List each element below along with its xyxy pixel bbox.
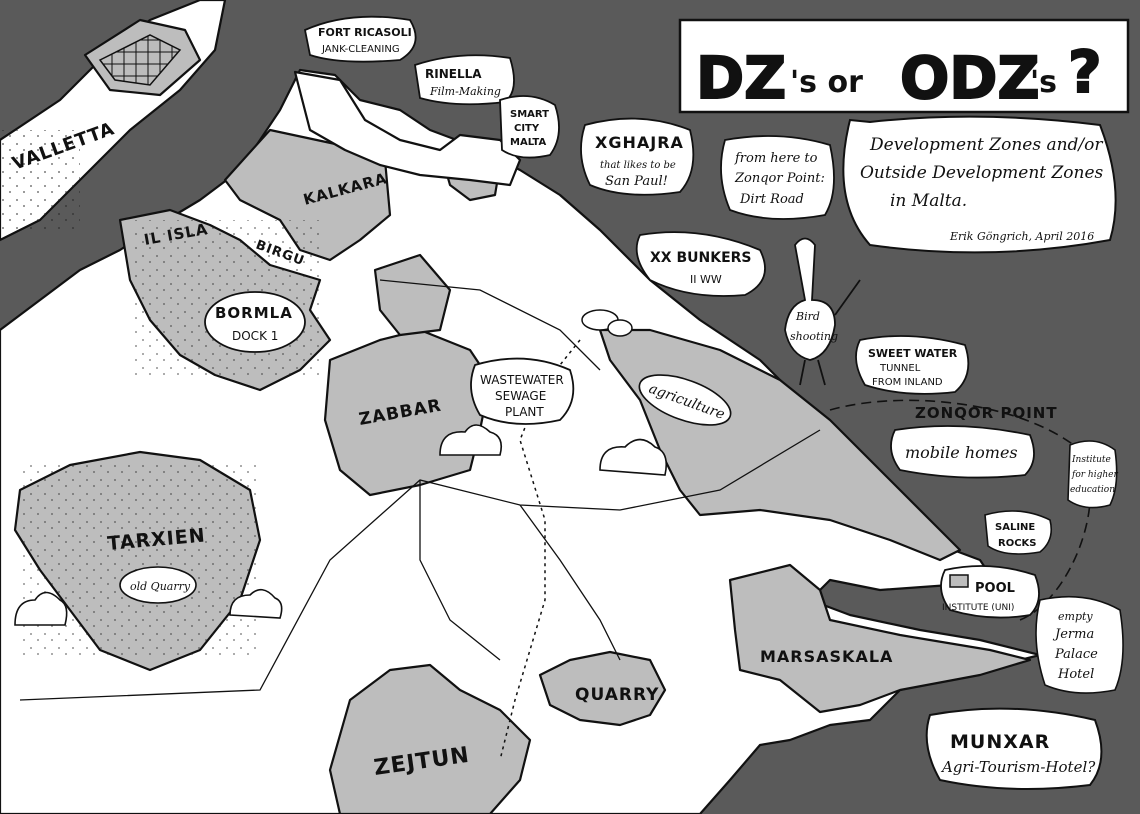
dirt-road-line-1: from here to (734, 151, 818, 166)
pool-institute-bubble: POOL INSTITUTE (UNI) (940, 565, 1040, 619)
zejtun-zone (328, 663, 532, 814)
bunkers-bubble: XX BUNKERS II WW (635, 231, 766, 297)
marsaskala-zone (728, 563, 1032, 714)
mobile-homes-bubble: mobile homes (890, 425, 1035, 479)
dirt-road-bubble: from here to Zonqor Point: Dirt Road (720, 135, 835, 220)
road-2 (379, 279, 601, 371)
place-marsaskala: MARSASKALA (760, 647, 893, 666)
sweetwater-line-3: FROM INLAND (872, 377, 943, 388)
bormla-bubble: BORMLA DOCK 1 (204, 291, 306, 353)
rinella-line-1: RINELLA (425, 67, 482, 81)
rinella-line-2: Film-Making (429, 85, 501, 98)
dirt-road-line-3: Dirt Road (739, 192, 804, 207)
jerma-line-4: Hotel (1057, 667, 1094, 682)
signature: Erik Göngrich, April 2016 (949, 230, 1094, 243)
pool-label: POOL (975, 581, 1015, 596)
munxar-line-1: MUNXAR (950, 731, 1050, 753)
dots-texture-west (20, 460, 260, 660)
sewage-plant-icon (581, 309, 633, 337)
institute-higher-line-3: education (1070, 485, 1115, 495)
institute-higher-line-2: for higher (1071, 470, 1118, 480)
place-old-quarry: old Quarry (130, 580, 191, 593)
agriculture-bubble: agriculture (638, 374, 732, 426)
title-odz: ODZ (900, 44, 1040, 112)
sweetwater-line-2: TUNNEL (879, 363, 921, 374)
rinella-headland (293, 70, 522, 187)
sewage-line-2: SEWAGE (495, 389, 546, 403)
smart-city-line-2: CITY (514, 123, 540, 134)
jerma-line-3: Palace (1054, 647, 1098, 662)
road-main (19, 429, 821, 701)
cloud-icon (14, 424, 668, 626)
sweetwater-line-1: SWEET WATER (868, 347, 958, 360)
place-xghajra: XGHAJRA (595, 133, 684, 152)
sewage-plant-bubble: WASTEWATER SEWAGE PLANT (470, 357, 575, 425)
fort-ricasoli-bubble: FORT RICASOLI JANK-CLEANING (303, 15, 417, 63)
xghajra-bubble: XGHAJRA that likes to be San Paul! (580, 117, 695, 196)
saline-line-1: SALINE (995, 522, 1035, 533)
valletta-dots (0, 130, 80, 230)
jerma-line-2: Jerma (1052, 627, 1094, 642)
jerma-hotel-bubble: empty Jerma Palace Hotel (1035, 595, 1124, 694)
pool-icon (949, 574, 969, 588)
place-bormla: BORMLA (215, 304, 293, 322)
title-box: DZ 's or ODZ 's ? (678, 18, 1130, 114)
quarry-zone (538, 650, 667, 727)
title-s-or: 's or (790, 65, 863, 100)
dirt-road-line-2: Zonqor Point: (734, 171, 825, 186)
sweetwater-bubble: SWEET WATER TUNNEL FROM INLAND (855, 335, 970, 395)
subtitle-bubble: Development Zones and/or Outside Develop… (842, 115, 1117, 254)
bird-shooting-line-1: Bird (795, 310, 820, 323)
xghajra-note-line-1: that likes to be (600, 160, 676, 171)
fort-ricasoli-line-2: JANK-CLEANING (321, 44, 400, 55)
road-3 (419, 480, 501, 661)
bird-shooting-figure: Bird shooting (784, 237, 861, 386)
zabbar-north-zone (373, 253, 452, 337)
rinella-bubble: RINELLA Film-Making (413, 54, 515, 106)
old-quarry-bubble: old Quarry (119, 566, 197, 604)
saline-line-2: ROCKS (998, 538, 1037, 549)
institute-higher-line-1: Institute (1071, 455, 1111, 465)
title-dz: DZ (696, 44, 786, 112)
jerma-line-1: empty (1058, 610, 1093, 623)
institute-uni-label: INSTITUTE (UNI) (942, 603, 1014, 613)
place-zonqor-point: ZONQOR POINT (915, 404, 1058, 422)
smart-city-bubble: SMART CITY MALTA (499, 95, 560, 159)
place-dock1: DOCK 1 (232, 329, 278, 343)
sewage-line-3: PLANT (505, 405, 544, 419)
valletta-grid (98, 34, 182, 86)
saline-rocks-bubble: SALINE ROCKS (984, 510, 1053, 555)
munxar-bubble: MUNXAR Agri-Tourism-Hotel? (925, 707, 1103, 790)
place-quarry: QUARRY (575, 685, 659, 705)
fort-ricasoli-line-1: FORT RICASOLI (318, 26, 412, 39)
sewage-line-1: WASTEWATER (480, 373, 564, 387)
smart-city-line-3: MALTA (510, 137, 546, 148)
smart-city-line-1: SMART (510, 109, 549, 120)
subtitle-line-2: Outside Development Zones (860, 163, 1104, 183)
munxar-line-2: Agri-Tourism-Hotel? (940, 758, 1096, 776)
road-4 (519, 504, 621, 661)
title-question-mark: ? (1068, 38, 1102, 106)
institute-higher-bubble: Institute for higher education (1067, 440, 1118, 509)
mobile-homes-label: mobile homes (905, 443, 1018, 462)
title-s: 's (1030, 65, 1057, 100)
bunkers-line-2: II WW (690, 273, 722, 286)
xghajra-note-line-2: San Paul! (605, 174, 668, 189)
subtitle-line-3: in Malta. (890, 191, 967, 211)
subtitle-line-1: Development Zones and/or (869, 135, 1103, 155)
bunkers-line-1: XX BUNKERS (650, 250, 752, 266)
bird-shooting-line-2: shooting (790, 330, 838, 343)
